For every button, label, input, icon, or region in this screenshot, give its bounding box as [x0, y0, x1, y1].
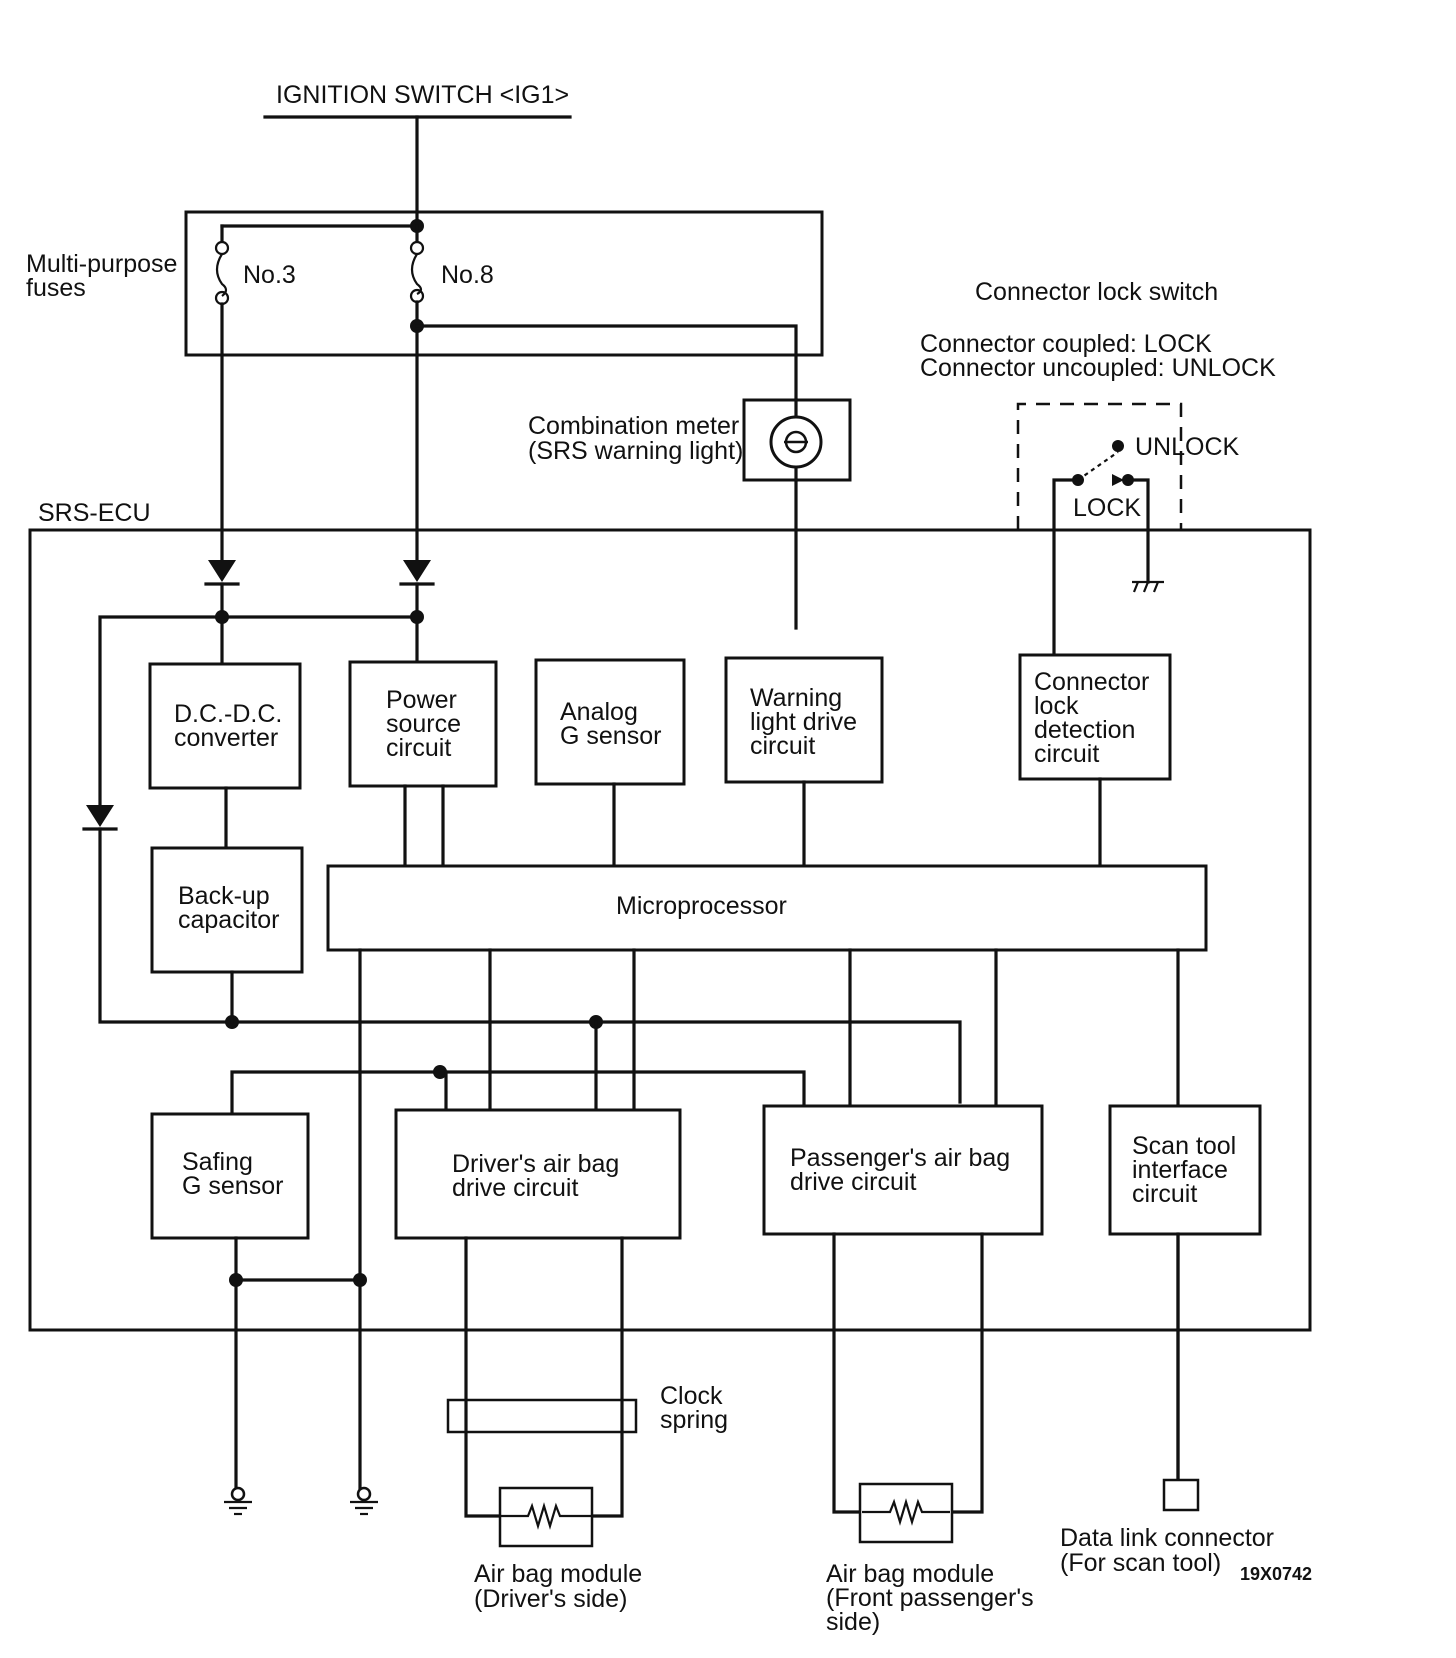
connector-lock-detection-block — [1018, 653, 1172, 781]
analog-line-1: Analog — [560, 698, 638, 726]
wire-passenger-squib-left — [832, 1232, 864, 1514]
connector-lock-line-2: lock — [1034, 692, 1079, 720]
ground-icon — [224, 1486, 252, 1516]
fuse-no3-label: No.3 — [243, 261, 296, 289]
srs-ecu-outline — [28, 528, 1312, 1332]
chassis-ground-icon — [1132, 580, 1164, 593]
fuse-no8 — [409, 224, 425, 304]
passenger-module-label-1: Air bag module — [826, 1560, 994, 1588]
clock-spring-label: Clock — [660, 1382, 723, 1410]
microprocessor-block — [326, 864, 1208, 952]
unlock-label: UNLOCK — [1135, 433, 1240, 461]
data-link-connector-box — [1162, 1478, 1200, 1512]
dcdc-line-1: D.C.-D.C. — [174, 700, 282, 728]
wire-bypass — [98, 827, 962, 1104]
backup-line-2: capacitor — [178, 906, 279, 934]
driver-module-label-2: (Driver's side) — [474, 1585, 627, 1613]
power-line-1: Power — [386, 686, 457, 714]
fuse-box-label: Multi-purpose — [26, 250, 177, 278]
ignition-switch-label: IGNITION SWITCH <IG1> — [276, 81, 569, 109]
passenger-module-label-2: (Front passenger's — [826, 1584, 1034, 1612]
junction-bus-left — [215, 610, 229, 624]
connector-lock-line-3: detection — [1034, 716, 1135, 744]
backup-line-1: Back-up — [178, 882, 270, 910]
connector-uncoupled-text: Connector uncoupled: UNLOCK — [920, 354, 1276, 382]
power-line-3: circuit — [386, 734, 451, 762]
scan-line-1: Scan tool — [1132, 1132, 1236, 1160]
switch-arm — [1077, 451, 1119, 481]
scan-line-3: circuit — [1132, 1180, 1197, 1208]
clock-spring-box — [446, 1398, 638, 1434]
analog-line-2: G sensor — [560, 722, 661, 750]
safing-line-2: G sensor — [182, 1172, 283, 1200]
junction-safing-loop — [433, 1065, 447, 1079]
junction-ground-right — [353, 1273, 367, 1287]
passenger-module-label-3: side) — [826, 1608, 880, 1636]
junction-bus-right — [410, 610, 424, 624]
backup-capacitor-block — [150, 846, 304, 974]
warning-light-drive-block — [724, 656, 884, 784]
passenger-airbag-drive-block — [762, 1104, 1044, 1236]
dcdc-line-2: converter — [174, 724, 278, 752]
power-line-2: source — [386, 710, 461, 738]
wire-driver-squib-left — [464, 1236, 502, 1518]
dcdc-converter-block — [148, 662, 302, 790]
driver-airbag-drive-block — [394, 1108, 682, 1240]
clock-spring-label-2: spring — [660, 1406, 728, 1434]
connector-lock-line-4: circuit — [1034, 740, 1099, 768]
srs-ecu-label: SRS-ECU — [38, 499, 151, 527]
analog-g-sensor-block — [534, 658, 686, 786]
lock-label: LOCK — [1073, 494, 1141, 522]
fuse-no3 — [214, 224, 230, 306]
passenger-drive-line-1: Passenger's air bag — [790, 1144, 1010, 1172]
driver-drive-line-2: drive circuit — [452, 1174, 578, 1202]
connector-coupled-text: Connector coupled: LOCK — [920, 330, 1212, 358]
passenger-drive-line-2: drive circuit — [790, 1168, 916, 1196]
power-source-block — [348, 660, 498, 788]
figure-code: 19X0742 — [1240, 1564, 1312, 1584]
combination-meter-label: Combination meter — [528, 412, 739, 440]
connector-lock-line-1: Connector — [1034, 668, 1149, 696]
wire-to-meter — [415, 324, 798, 630]
scan-line-2: interface — [1132, 1156, 1228, 1184]
diode-bypass-icon — [82, 805, 118, 831]
connector-lock-switch-title: Connector lock switch — [975, 278, 1218, 306]
warning-line-3: circuit — [750, 732, 815, 760]
wire-lock-right — [1126, 478, 1150, 584]
combination-meter-label-2: (SRS warning light) — [528, 437, 743, 465]
ground-icon-2 — [350, 1486, 378, 1516]
diode-no8-icon — [399, 560, 435, 586]
data-link-label-2: (For scan tool) — [1060, 1549, 1221, 1577]
driver-module-label-1: Air bag module — [474, 1560, 642, 1588]
wire-passenger-squib-right — [948, 1232, 984, 1514]
wire-lock-left — [1052, 478, 1080, 657]
junction-safing-ground — [229, 1273, 243, 1287]
diode-no3-icon — [204, 560, 240, 586]
safing-line-1: Safing — [182, 1148, 253, 1176]
wire-supply-bus — [98, 615, 419, 807]
fuse-box — [184, 210, 824, 357]
data-link-label-1: Data link connector — [1060, 1524, 1274, 1552]
scan-tool-interface-block — [1108, 1104, 1262, 1236]
warning-line-2: light drive — [750, 708, 857, 736]
switch-arrow-icon — [1112, 474, 1124, 486]
warning-line-1: Warning — [750, 684, 842, 712]
srs-warning-light-icon — [769, 415, 823, 469]
safing-g-sensor-block — [150, 1112, 310, 1240]
driver-drive-line-1: Driver's air bag — [452, 1150, 619, 1178]
wire-driver-squib-right — [590, 1236, 624, 1518]
microprocessor-label: Microprocessor — [616, 892, 787, 920]
wire-safing-loop — [230, 1070, 806, 1116]
fuse-box-label-2: fuses — [26, 274, 86, 302]
fuse-no8-label: No.8 — [441, 261, 494, 289]
driver-squib-resistor-icon — [500, 1502, 592, 1530]
unlock-contact — [1112, 440, 1124, 452]
passenger-squib-resistor-icon — [862, 1498, 950, 1526]
